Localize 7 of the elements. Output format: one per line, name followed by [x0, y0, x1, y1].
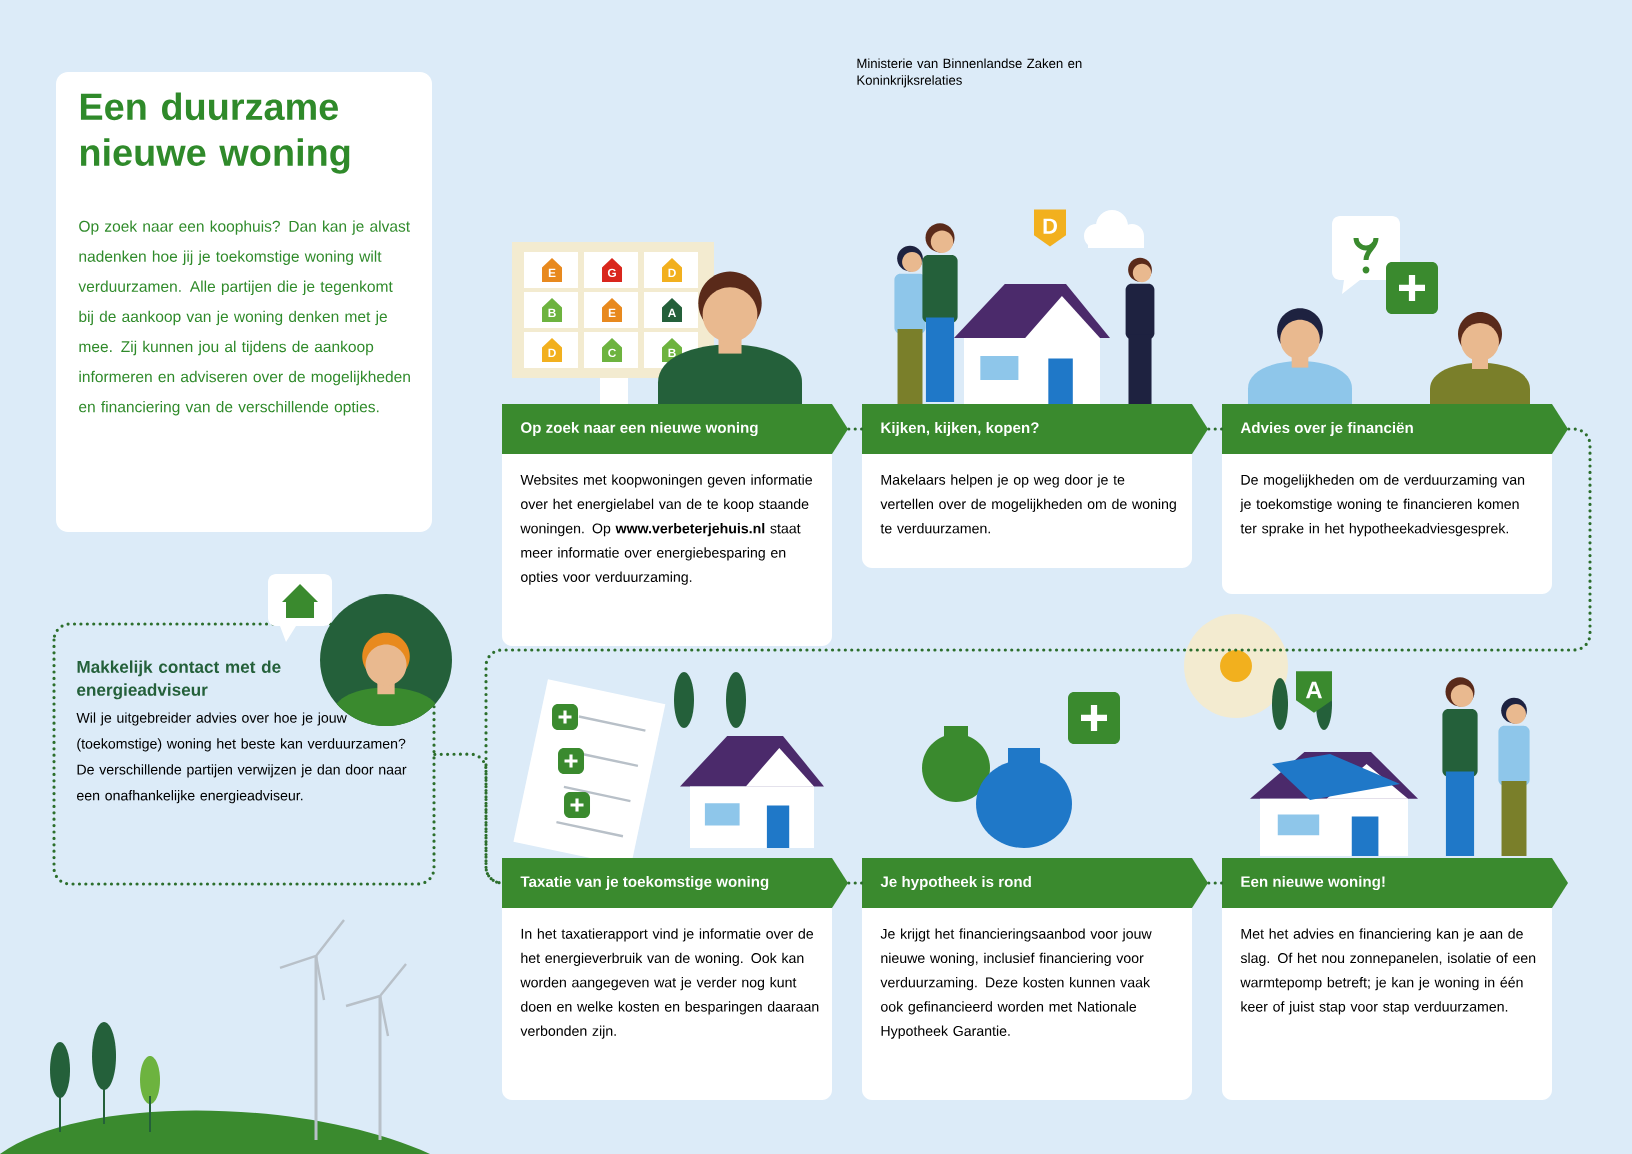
dotted-connector [847, 427, 864, 431]
dotted-connector [1207, 427, 1224, 431]
energy-label-tag: A [1296, 671, 1332, 713]
dotted-connector [1207, 881, 1224, 885]
dotted-connector [847, 881, 864, 885]
dotted-connector [433, 752, 504, 885]
energy-label-tag: D [1034, 209, 1066, 247]
